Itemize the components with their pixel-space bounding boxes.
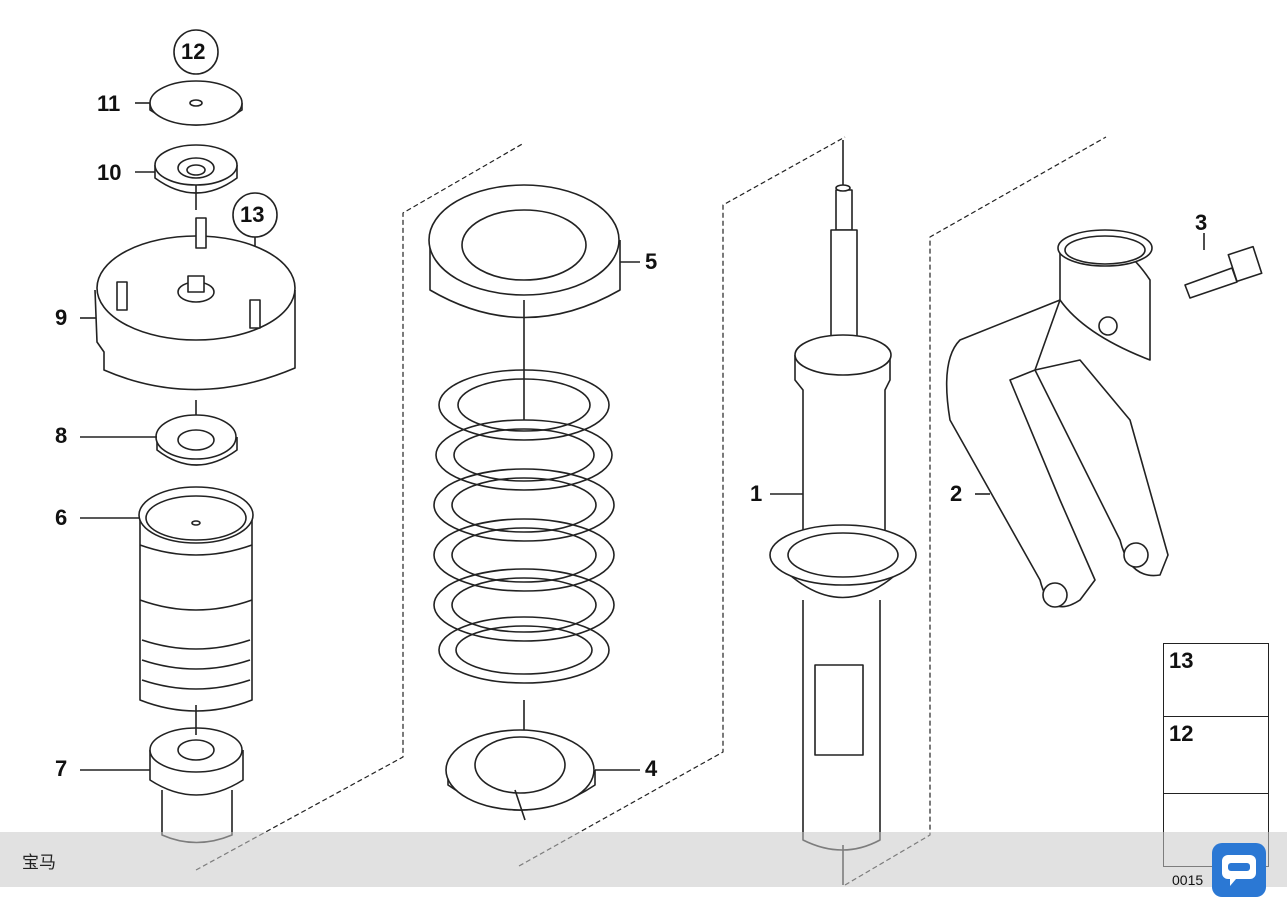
callout-1: 1 — [750, 481, 763, 506]
footer-band — [0, 832, 1287, 887]
washer-11 — [149, 80, 243, 126]
bump-stop-7 — [149, 705, 244, 844]
callout-circle-12 — [173, 29, 219, 75]
callout-10: 10 — [97, 160, 122, 185]
strut-1 — [769, 140, 917, 885]
mount-pad-10 — [154, 144, 238, 210]
callout-3: 3 — [1195, 210, 1208, 235]
diagram-code: 0015 — [1172, 872, 1204, 888]
dust-boot-6 — [138, 486, 254, 712]
callout-4: 4 — [645, 756, 658, 781]
leader-lines — [80, 102, 990, 771]
lower-spring-seat-4 — [445, 729, 596, 821]
callout-8: 8 — [55, 423, 68, 448]
car-chat-glyph — [1222, 855, 1256, 886]
upper-spring-seat-5 — [428, 184, 621, 319]
legend-num-12: 12 — [1169, 721, 1194, 746]
bolt-3 — [1184, 233, 1263, 299]
bump-pad-8 — [155, 400, 238, 466]
footer-brand-text: 宝马 — [22, 853, 56, 873]
legend-num-13: 13 — [1169, 648, 1194, 673]
callout-7: 7 — [55, 756, 68, 781]
callout-6: 6 — [55, 505, 68, 530]
top-mount-9 — [94, 217, 296, 391]
coil-spring — [433, 300, 615, 740]
fastener-legend: 13 12 — [1163, 643, 1269, 867]
car-chat-icon[interactable] — [1212, 843, 1266, 897]
legend-cell-12: 12 — [1164, 717, 1268, 794]
callout-5: 5 — [645, 249, 658, 274]
callout-2: 2 — [950, 481, 963, 506]
callout-13: 13 — [240, 202, 265, 227]
callout-12: 12 — [181, 39, 206, 64]
callout-11: 11 — [97, 91, 121, 116]
legend-cell-13: 13 — [1164, 644, 1268, 717]
callout-9: 9 — [55, 305, 68, 330]
knuckle-2 — [945, 229, 1169, 608]
